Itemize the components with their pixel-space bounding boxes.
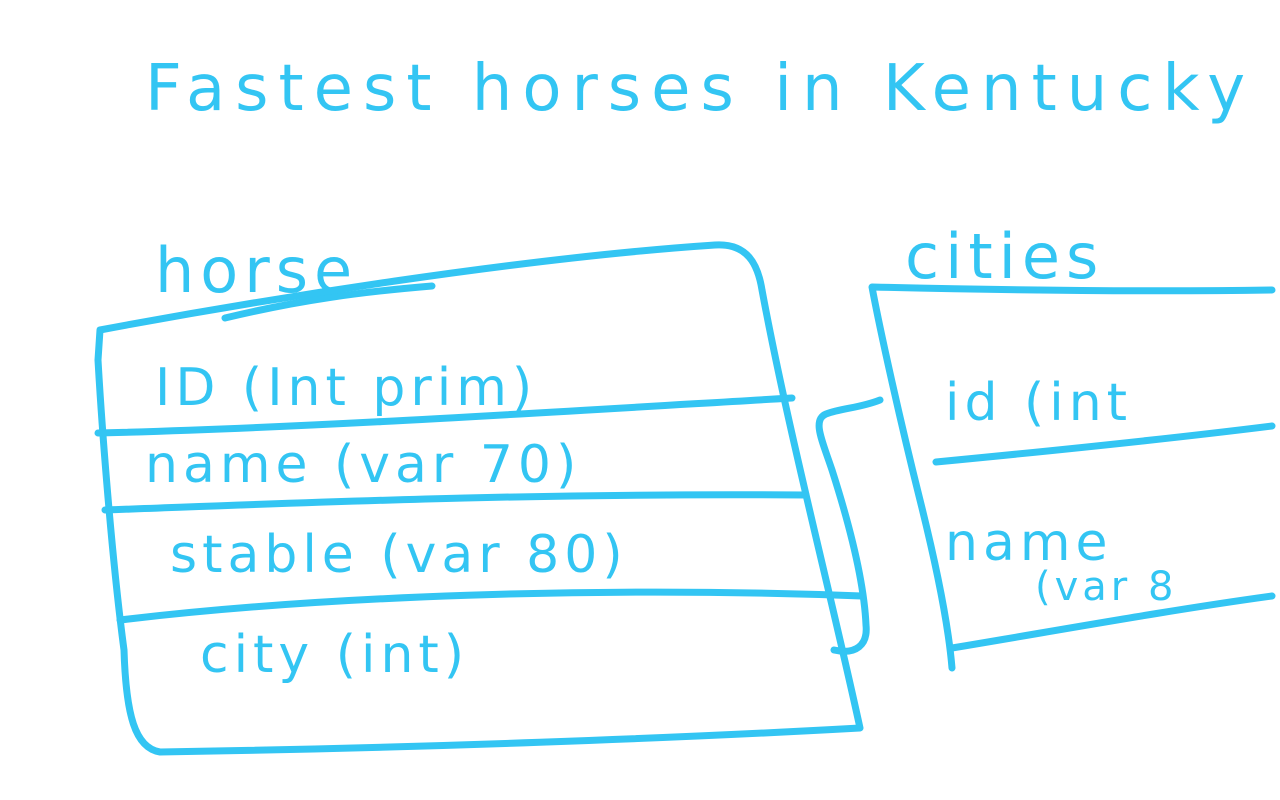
cities-field-1: id (int [945,373,1132,433]
horse-row-separator-3 [116,588,866,624]
horse-row-separator-1 [94,394,796,437]
horse-field-2: name (var 70) [145,435,581,495]
horse-field-1: ID (Int prim) [155,358,537,418]
cities-field-3: (var 8 [1035,564,1177,610]
horse-name-underline [221,282,436,322]
horse-table: horse ID (Int prim) name (var 70) stable… [94,234,866,756]
cities-table-border [868,283,1276,672]
horse-row-separator-2 [101,491,810,514]
horse-table-border [94,241,864,756]
cities-row-separator-1 [932,422,1276,466]
diagram-title: Fastest horses in Kentucky [145,52,1255,126]
horse-field-3: stable (var 80) [170,525,628,585]
cities-table: cities id (int name (var 8 [868,220,1276,672]
relationship-connector [815,396,884,655]
cities-row-separator-2 [948,592,1276,652]
cities-table-name: cities [905,220,1104,293]
horse-field-4: city (int) [200,625,469,685]
cities-field-2: name [945,513,1112,573]
